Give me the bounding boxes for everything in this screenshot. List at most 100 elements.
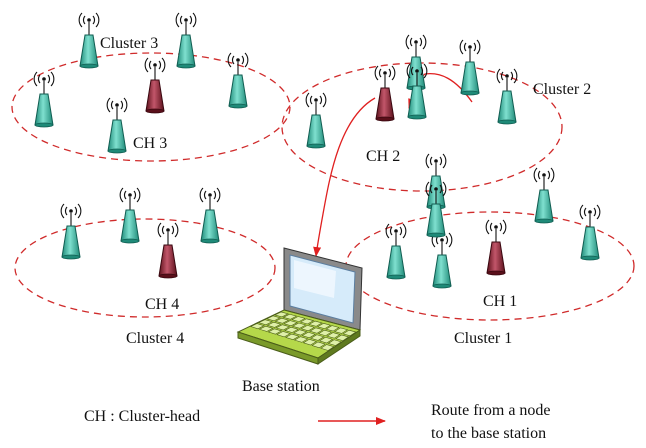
antenna-icon (157, 222, 179, 245)
keyboard-key (301, 331, 317, 339)
sensor-node (385, 223, 407, 280)
sensor-node (431, 232, 453, 289)
cluster-3-boundary (11, 52, 291, 162)
cluster-head-body (375, 87, 395, 120)
laptop-base-side (317, 329, 361, 365)
labels: Cluster 3 Cluster 2 Cluster 4 Cluster 1 … (84, 35, 591, 442)
keyboard-key (266, 321, 282, 328)
node-base (486, 270, 506, 276)
cluster-head-node (374, 65, 396, 122)
node-base (158, 273, 178, 279)
laptop-icon (236, 247, 363, 365)
keyboard-key (283, 320, 298, 327)
node-base (61, 254, 81, 260)
ch-1-label: CH 1 (483, 293, 517, 310)
antenna-icon (459, 39, 481, 62)
node-base (120, 238, 140, 244)
sensor-node (227, 52, 249, 109)
sensor-body (497, 90, 517, 123)
node-base (407, 114, 427, 120)
sensor-node (60, 203, 82, 260)
sensor-body (79, 34, 99, 67)
sensor-node (405, 34, 427, 91)
cluster-3-label: Cluster 3 (100, 35, 158, 52)
ch-3-label: CH 3 (133, 135, 167, 152)
keyboard-key (325, 325, 340, 332)
legend-cluster-head-text: CH : Cluster-head (84, 408, 200, 425)
antenna-icon (78, 12, 100, 35)
keyboard-key (284, 326, 299, 333)
node-base (228, 103, 248, 109)
node-base (386, 274, 406, 280)
cluster-1-label: Cluster 1 (454, 330, 512, 347)
sensor-node (199, 187, 221, 244)
keyboard-key (335, 334, 350, 342)
sensor-body (534, 189, 554, 222)
sensor-node (106, 97, 128, 154)
keyboard-key (302, 338, 318, 346)
keyboard-key (276, 331, 292, 338)
sensor-node (78, 12, 100, 69)
node-base (460, 90, 480, 96)
keyboard-key (293, 336, 309, 343)
sensor-body (460, 61, 480, 94)
sensor-body (407, 85, 427, 118)
cluster-head-node (144, 57, 166, 114)
node-base (497, 119, 517, 125)
sensor-body (228, 74, 248, 107)
keyboard-key (249, 323, 265, 330)
keyboard-key (326, 332, 341, 339)
keyboard-key (300, 325, 316, 332)
route-ch2-to-base-station (313, 97, 376, 257)
sensor-body (61, 225, 81, 258)
node-base (79, 63, 99, 69)
keyboard-key (308, 320, 323, 327)
sensor-node (406, 63, 428, 120)
node-base (176, 63, 196, 69)
antenna-icon (106, 97, 128, 120)
keyboard-key (316, 323, 332, 330)
antenna-icon (533, 167, 555, 190)
cluster-head-node (485, 219, 507, 276)
keyboard-key (291, 316, 306, 322)
keyboard-key (327, 339, 342, 346)
keyboard-key (309, 327, 324, 334)
antenna-icon (144, 57, 166, 80)
sensor-node (305, 92, 327, 149)
node-base (580, 255, 600, 261)
cluster-head-body (158, 244, 178, 277)
sensor-node (33, 71, 55, 128)
sensor-node (533, 167, 555, 224)
cluster-2-label: Cluster 2 (533, 81, 591, 98)
antenna-icon (425, 153, 447, 176)
keyboard-key (333, 327, 349, 334)
node-base (375, 116, 395, 122)
node-base (34, 122, 54, 128)
antenna-icon (385, 223, 407, 246)
antenna-icon (405, 34, 427, 57)
sensor-body (107, 119, 127, 152)
antenna-icon (175, 12, 197, 35)
sensor-node (119, 187, 141, 244)
antenna-icon (579, 204, 601, 227)
node-base (432, 283, 452, 289)
antenna-icon (33, 71, 55, 94)
node-base (306, 143, 326, 149)
antenna-icon (305, 92, 327, 115)
keyboard-key (317, 329, 333, 337)
sensor-node (496, 68, 518, 125)
cluster-head-body (486, 241, 506, 274)
sensor-nodes (33, 12, 601, 289)
sensor-body (386, 245, 406, 278)
antenna-icon (496, 68, 518, 91)
keyboard-key (267, 328, 283, 335)
antenna-icon (60, 203, 82, 226)
cluster-2-boundary (281, 62, 563, 192)
keyboard-key (291, 322, 307, 329)
node-base (145, 108, 165, 114)
ch-2-label: CH 2 (366, 148, 400, 165)
keyboard-key (265, 315, 281, 322)
legend-route-text-line1: Route from a node (431, 402, 551, 419)
keyboard-key (342, 329, 357, 337)
